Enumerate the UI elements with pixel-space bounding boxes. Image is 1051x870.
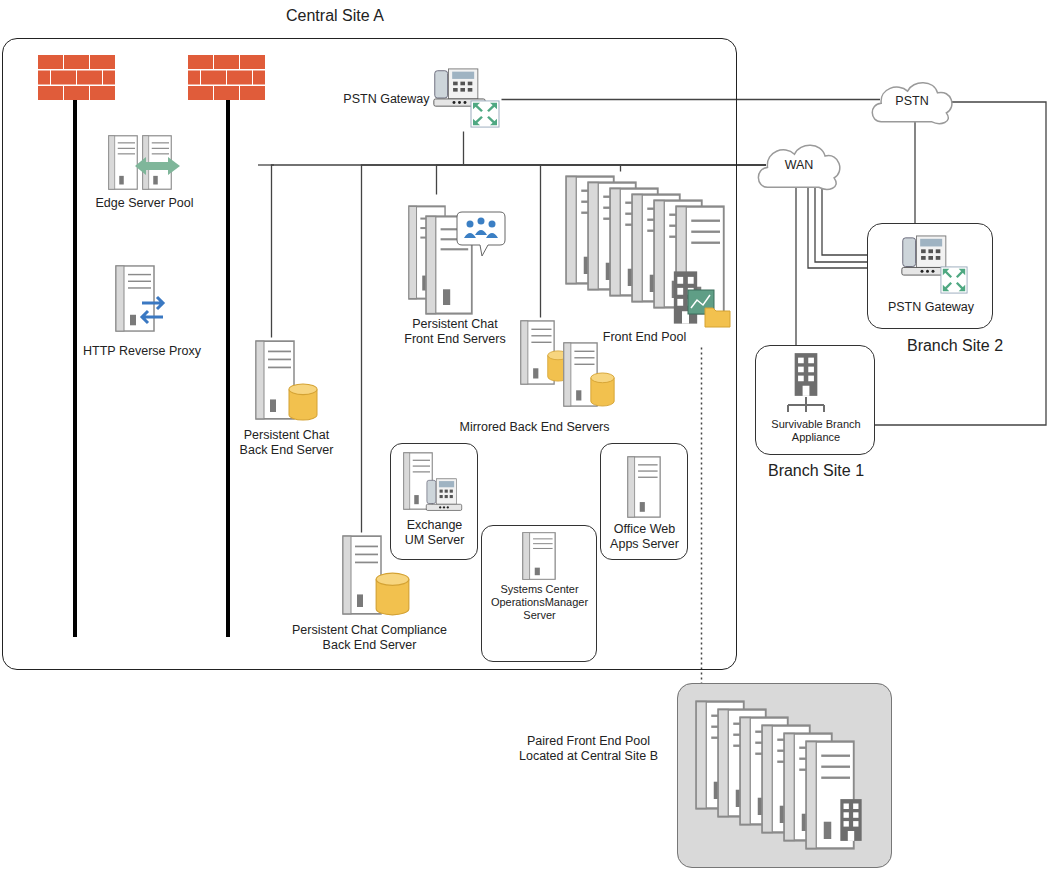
firewall-icon bbox=[38, 55, 115, 100]
node-label: Mirrored Back End Servers bbox=[450, 420, 620, 435]
network-link bbox=[502, 99, 881, 100]
perimeter-line bbox=[73, 100, 77, 637]
node-label: Survivable Branch Appliance bbox=[761, 418, 871, 444]
network-cloud: WAN bbox=[754, 140, 844, 192]
node-label: Systems Center OperationsManager Server bbox=[484, 583, 596, 623]
node-label: Persistent Chat Back End Server bbox=[237, 428, 337, 458]
node-label: PSTN Gateway bbox=[868, 300, 994, 315]
gateway-icon bbox=[941, 267, 967, 293]
database-icon bbox=[591, 373, 614, 406]
firewall-icon bbox=[188, 55, 265, 100]
server-node: Persistent Chat Compliance Back End Serv… bbox=[278, 533, 462, 658]
person-icon bbox=[467, 221, 474, 228]
server-box: Office Web Apps Server bbox=[600, 443, 688, 560]
person-icon bbox=[464, 230, 498, 238]
node-label: Edge Server Pool bbox=[80, 196, 210, 211]
node-label: Exchange UM Server bbox=[399, 518, 471, 548]
gateway-node: PSTN Gateway bbox=[340, 66, 502, 132]
network-icon bbox=[788, 397, 824, 412]
node-label: Front End Pool bbox=[560, 330, 730, 345]
network-link bbox=[621, 165, 767, 172]
server-node: Edge Server Pool bbox=[80, 133, 210, 213]
database-icon bbox=[289, 384, 317, 420]
node-label: PSTN Gateway bbox=[340, 92, 430, 107]
chat-bubble-icon bbox=[457, 212, 505, 256]
network-link bbox=[914, 122, 915, 223]
server-icon bbox=[256, 341, 294, 419]
network-link bbox=[464, 132, 767, 166]
server-pool-node: Front End Pool bbox=[560, 172, 730, 348]
monitor-icon bbox=[691, 295, 710, 308]
building-icon bbox=[795, 353, 818, 396]
paired-pool-ground bbox=[677, 683, 892, 868]
site-region: PSTN GatewayEdge Server PoolHTTP Reverse… bbox=[2, 38, 737, 670]
gateway-icon bbox=[471, 101, 499, 127]
server-node: Persistent Chat Back End Server bbox=[232, 338, 342, 460]
perimeter-line bbox=[226, 100, 230, 637]
site-title: Central Site A bbox=[286, 6, 436, 25]
network-link bbox=[815, 187, 867, 262]
server-box: Exchange UM Server bbox=[390, 443, 478, 560]
network-link bbox=[362, 165, 767, 533]
person-icon bbox=[478, 218, 485, 225]
network-cloud: PSTN bbox=[868, 78, 956, 126]
branch-title: Branch Site 2 bbox=[890, 336, 1020, 355]
node-label: Persistent Chat Front End Servers bbox=[398, 317, 513, 347]
proxy-arrows-icon bbox=[142, 297, 163, 323]
node-label: Persistent Chat Compliance Back End Serv… bbox=[282, 623, 458, 653]
server-box: Systems Center OperationsManager Server bbox=[481, 525, 597, 662]
branch-box: PSTN GatewayBranch Site 2 bbox=[867, 223, 993, 329]
cloud-label: PSTN bbox=[868, 94, 956, 109]
pool-label: Paired Front End Pool Located at Central… bbox=[506, 734, 671, 764]
server-icon bbox=[628, 457, 660, 517]
server-icon bbox=[523, 533, 555, 580]
folder-icon bbox=[705, 308, 730, 327]
server-icon bbox=[343, 536, 381, 614]
wan-link bbox=[808, 187, 867, 268]
node-label: Office Web Apps Server bbox=[607, 522, 683, 552]
server-node: Persistent Chat Front End Servers bbox=[398, 195, 513, 347]
network-link bbox=[875, 102, 1046, 425]
network-link bbox=[795, 187, 796, 345]
network-link bbox=[437, 165, 767, 195]
pairing-link bbox=[701, 348, 703, 684]
network-link bbox=[272, 165, 767, 338]
paired-pool-box: Paired Front End Pool Located at Central… bbox=[677, 683, 892, 868]
node-label: HTTP Reverse Proxy bbox=[70, 344, 215, 359]
building-icon bbox=[840, 799, 861, 841]
branch-box: Survivable Branch ApplianceBranch Site 1 bbox=[755, 345, 875, 455]
person-icon bbox=[489, 221, 496, 228]
server-node: HTTP Reverse Proxy bbox=[70, 263, 215, 361]
double-arrow-icon bbox=[135, 157, 180, 175]
database-icon bbox=[376, 573, 409, 615]
branch-title: Branch Site 1 bbox=[751, 461, 881, 480]
cloud-label: WAN bbox=[754, 158, 844, 173]
network-link bbox=[541, 165, 767, 318]
wan-link bbox=[822, 187, 867, 255]
server-icon bbox=[109, 136, 138, 189]
phone-icon bbox=[426, 479, 461, 511]
